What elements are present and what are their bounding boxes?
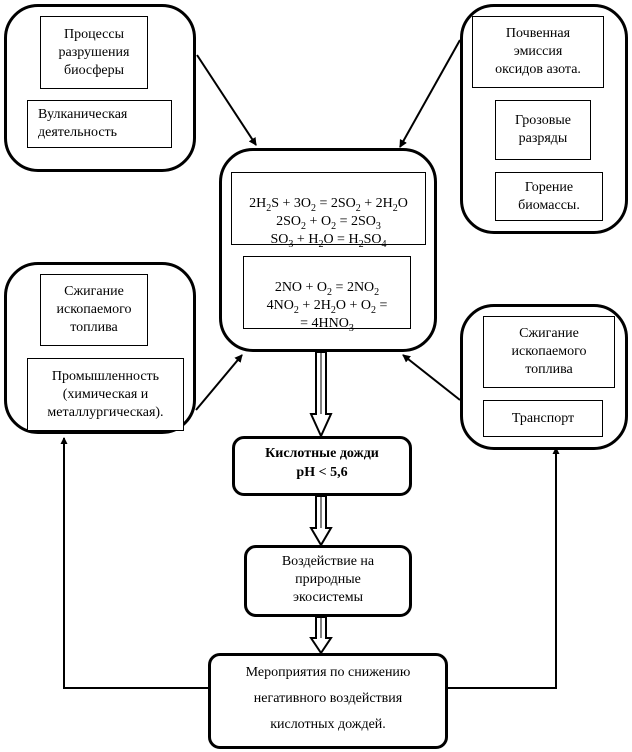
mitigation-line-2: негативного воздействия — [253, 691, 403, 706]
source-fossil-fuel-burning-right: Сжигание ископаемого топлива — [483, 316, 615, 388]
acid-rain-box — [232, 436, 412, 496]
arrow-top-right — [399, 39, 461, 148]
source-volcanic-activity: Вулканическая деятельность — [27, 100, 172, 148]
source-soil-nox-emission: Почвенная эмиссия оксидов азота. — [472, 16, 604, 88]
flow-arrow-impact-to-measures — [309, 616, 333, 655]
arrow-mid-left — [195, 354, 243, 411]
feedback-arrow-left — [60, 437, 208, 689]
nitrogen-equation: = 4HNO3 — [300, 316, 354, 334]
sulfur-equation: SO3 + H2O = H2SO4 — [270, 232, 387, 250]
sulfur-equation: 2SO2 + O2 = 2SO3 — [276, 214, 381, 232]
arrow-mid-right — [402, 354, 461, 401]
source-biomass-burning: Горение биомассы. — [495, 172, 603, 221]
nitrogen-equation: 4NO2 + 2H2O + O2 = — [266, 298, 388, 316]
source-fossil-fuel-burning-left: Сжигание ископаемого топлива — [40, 274, 148, 346]
mitigation-line-3: кислотных дождей. — [270, 717, 386, 732]
mitigation-measures-box — [208, 653, 448, 749]
source-biosphere-destruction: Процессы разрушения биосферы — [40, 16, 148, 89]
source-lightning: Грозовые разряды — [495, 100, 591, 160]
flow-arrow-rain-to-impact — [309, 495, 333, 547]
acid-rain-title: Кислотные дожди — [265, 446, 379, 461]
acid-rain-ph: pH < 5,6 — [296, 465, 348, 480]
sulfur-equation: 2H2S + 3O2 = 2SO2 + 2H2O — [249, 196, 408, 214]
feedback-arrow-right — [448, 447, 560, 689]
source-industry: Промышленность (химическая и металлургич… — [27, 358, 184, 431]
ecosystem-impact-box — [244, 545, 412, 617]
source-transport: Транспорт — [483, 400, 603, 437]
flow-arrow-reactions-to-rain — [309, 351, 333, 439]
nitrogen-equation: 2NO + O2 = 2NO2 — [274, 280, 380, 298]
arrow-top-left — [196, 54, 257, 146]
mitigation-line-1: Мероприятия по снижению — [245, 665, 411, 680]
ecosystem-impact-label: Воздействие на природные экосистемы — [281, 554, 375, 605]
